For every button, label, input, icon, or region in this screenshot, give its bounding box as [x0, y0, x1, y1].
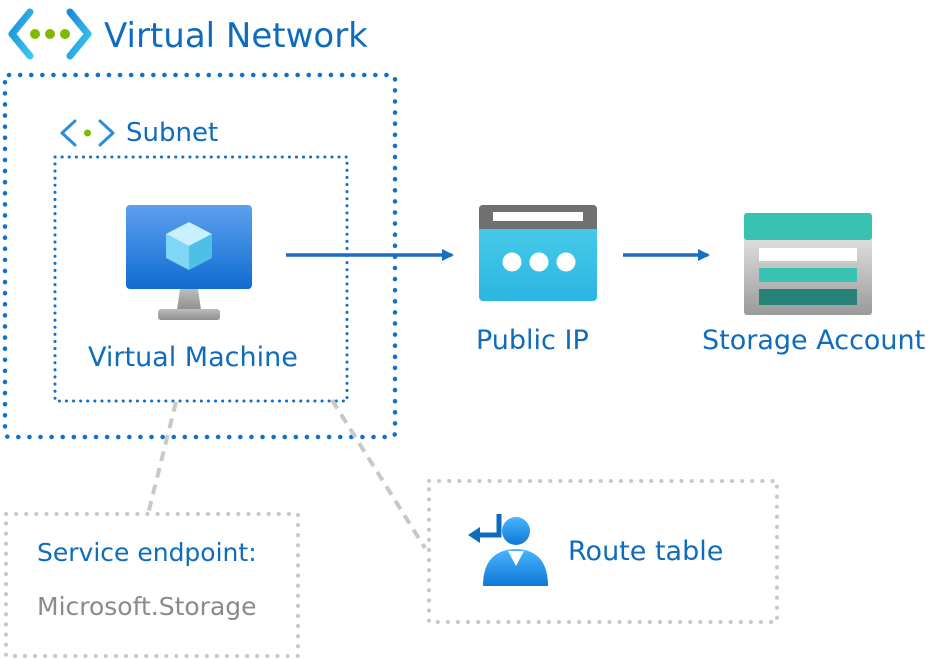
virtual-machine-icon — [126, 205, 252, 320]
virtual-network-icon — [8, 8, 92, 60]
public-ip-label: Public IP — [476, 325, 589, 356]
public-ip-icon — [479, 205, 597, 301]
service-endpoint-connector — [146, 401, 178, 515]
virtual-machine-label: Virtual Machine — [88, 342, 298, 373]
storage-account-label: Storage Account — [702, 325, 926, 356]
route-table-icon — [468, 514, 548, 586]
virtual-network-title: Virtual Network — [104, 16, 368, 56]
storage-account-icon — [744, 213, 872, 315]
subnet-boundary — [53, 155, 349, 403]
route-table-connector — [330, 398, 427, 550]
service-endpoint-box — [4, 512, 300, 658]
route-table-label: Route table — [568, 536, 724, 567]
subnet-icon — [60, 119, 115, 147]
subnet-label: Subnet — [126, 118, 219, 148]
service-endpoint-value: Microsoft.Storage — [37, 592, 257, 621]
service-endpoint-title: Service endpoint: — [37, 538, 257, 567]
route-table-box — [427, 479, 779, 624]
